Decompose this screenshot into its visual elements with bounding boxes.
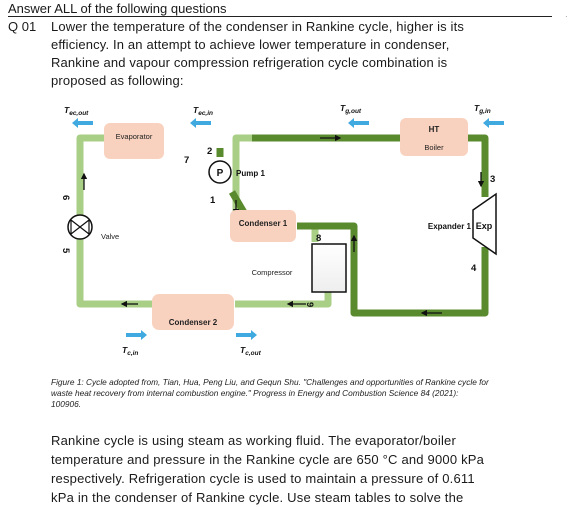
question-line: Rankine and vapour compression refrigera… [51,55,448,70]
evaporator-label: Evaporator [116,132,153,141]
pump-symbol: P [217,168,224,179]
tg-in-label: Tg,in [474,103,491,115]
tec-in-label: Tec,in [193,105,213,117]
caption-line: Figure 1: Cycle adopted from, Tian, Hua,… [51,377,489,387]
caption-line: 100906. [51,399,81,409]
state-point-6: 6 [60,195,71,200]
evaporator-box [104,123,164,159]
body-line: kPa in the condenser of Rankine cycle. U… [51,490,464,505]
pump-label: Pump 1 [236,169,265,178]
condenser1-label: Condenser 1 [239,219,288,228]
caption-line: waste heat recovery from internal combus… [51,388,459,398]
state-point-2: 2 [207,146,212,157]
question-line: Lower the temperature of the condenser i… [51,19,464,34]
state-point-4: 4 [471,263,477,274]
body-line: temperature and pressure in the Rankine … [51,452,485,467]
body-line: Rankine cycle is using steam as working … [51,433,456,448]
state-point-3: 3 [490,174,495,185]
state-point-1: 1 [210,195,216,206]
valve-label: Valve [101,232,119,241]
tec-out-label: Tec,out [64,105,89,117]
cycle-diagram: Evaporator HT Boiler P Pump 1 Condenser … [60,103,504,357]
boiler-box [400,118,468,156]
figure-caption: Figure 1: Cycle adopted from, Tian, Hua,… [51,377,521,410]
state-point-5: 5 [60,248,71,254]
expander-label: Expander 1 [428,222,472,231]
question-text: Lower the temperature of the condenser i… [51,18,507,90]
stray-mark: · [565,12,568,21]
compressor-box [311,243,347,293]
tc-out-label: Tc,out [240,345,262,357]
coolant-arrows [72,118,504,340]
expander-shape [472,192,497,256]
state-point-7: 7 [184,155,189,166]
question-line: proposed as following: [51,73,184,88]
pump-circle [208,160,232,184]
condenser2-label: Condenser 2 [169,318,218,327]
state-points: 1 2 3 4 5 6 7 8 9 [60,146,495,307]
state-point-9: 9 [304,302,315,307]
condenser1-box [230,210,296,242]
question-number: Q 01 [8,19,37,34]
condenser2-box [152,294,234,330]
compressor-label: Compressor [252,268,293,277]
question-line: efficiency. In an attempt to achieve low… [51,37,450,52]
state-point-8: 8 [316,233,321,244]
boiler-label: Boiler [424,143,444,152]
tg-out-label: Tg,out [340,103,362,115]
body-line: respectively. Refrigeration cycle is use… [51,471,475,486]
exp-label: Exp [476,221,493,231]
ht-label: HT [429,125,440,134]
problem-body-text: Rankine cycle is using steam as working … [51,431,511,507]
section-heading: Answer ALL of the following questions [8,1,552,17]
tc-in-label: Tc,in [122,345,138,357]
